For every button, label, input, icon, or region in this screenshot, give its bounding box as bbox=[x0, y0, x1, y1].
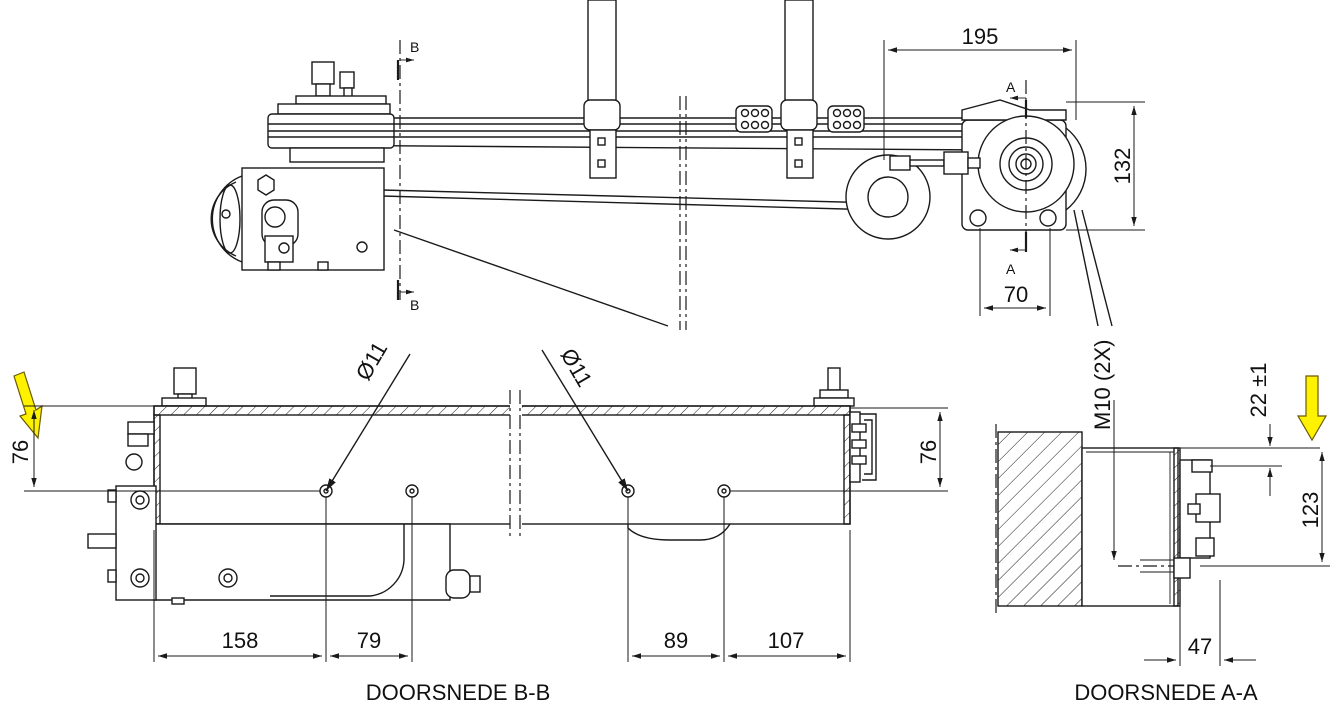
dim-132: 132 bbox=[1110, 148, 1135, 185]
dim-158: 158 bbox=[222, 628, 259, 653]
dim-195: 195 bbox=[962, 24, 999, 49]
load-arrow-right-icon bbox=[1296, 375, 1328, 442]
dim-76-right: 76 bbox=[916, 440, 941, 464]
section-marker-b-bottom: B bbox=[410, 297, 419, 313]
dim-123: 123 bbox=[1298, 492, 1323, 529]
wall-section bbox=[997, 431, 1083, 607]
section-marker-a-bottom: A bbox=[1006, 261, 1016, 277]
chain-blocks bbox=[735, 105, 865, 133]
dim-70: 70 bbox=[1004, 282, 1028, 307]
dim-47: 47 bbox=[1188, 634, 1212, 659]
section-marker-a-top: A bbox=[1006, 79, 1016, 95]
load-arrow-left-icon bbox=[13, 371, 43, 440]
rail-profile bbox=[153, 405, 851, 525]
title-section-aa: DOORSNEDE A-A bbox=[1074, 680, 1258, 705]
section-marker-b-top: B bbox=[410, 39, 419, 55]
motor-housing bbox=[153, 523, 451, 601]
section-aa: M10 (2X) 22 ±1 123 47 DOORSNEDE A-A bbox=[995, 340, 1330, 705]
dim-22: 22 ±1 bbox=[1246, 363, 1271, 418]
left-vertical-tube bbox=[587, 0, 617, 111]
title-section-bb: DOORSNEDE B-B bbox=[366, 680, 551, 705]
dim-89: 89 bbox=[664, 628, 688, 653]
section-bb: Ø11 Ø11 76 76 158 79 89 107 DOORSNEDE B-… bbox=[8, 337, 948, 705]
hole-label-left: Ø11 bbox=[351, 337, 393, 384]
dim-107: 107 bbox=[768, 628, 805, 653]
left-pulley bbox=[845, 154, 931, 240]
dim-76-left: 76 bbox=[8, 440, 33, 464]
dim-79: 79 bbox=[357, 628, 381, 653]
bolt-label: M10 (2X) bbox=[1090, 340, 1115, 430]
right-vertical-tube bbox=[784, 0, 814, 111]
top-view: B B bbox=[210, 0, 1145, 330]
hole-label-right: Ø11 bbox=[556, 344, 598, 391]
